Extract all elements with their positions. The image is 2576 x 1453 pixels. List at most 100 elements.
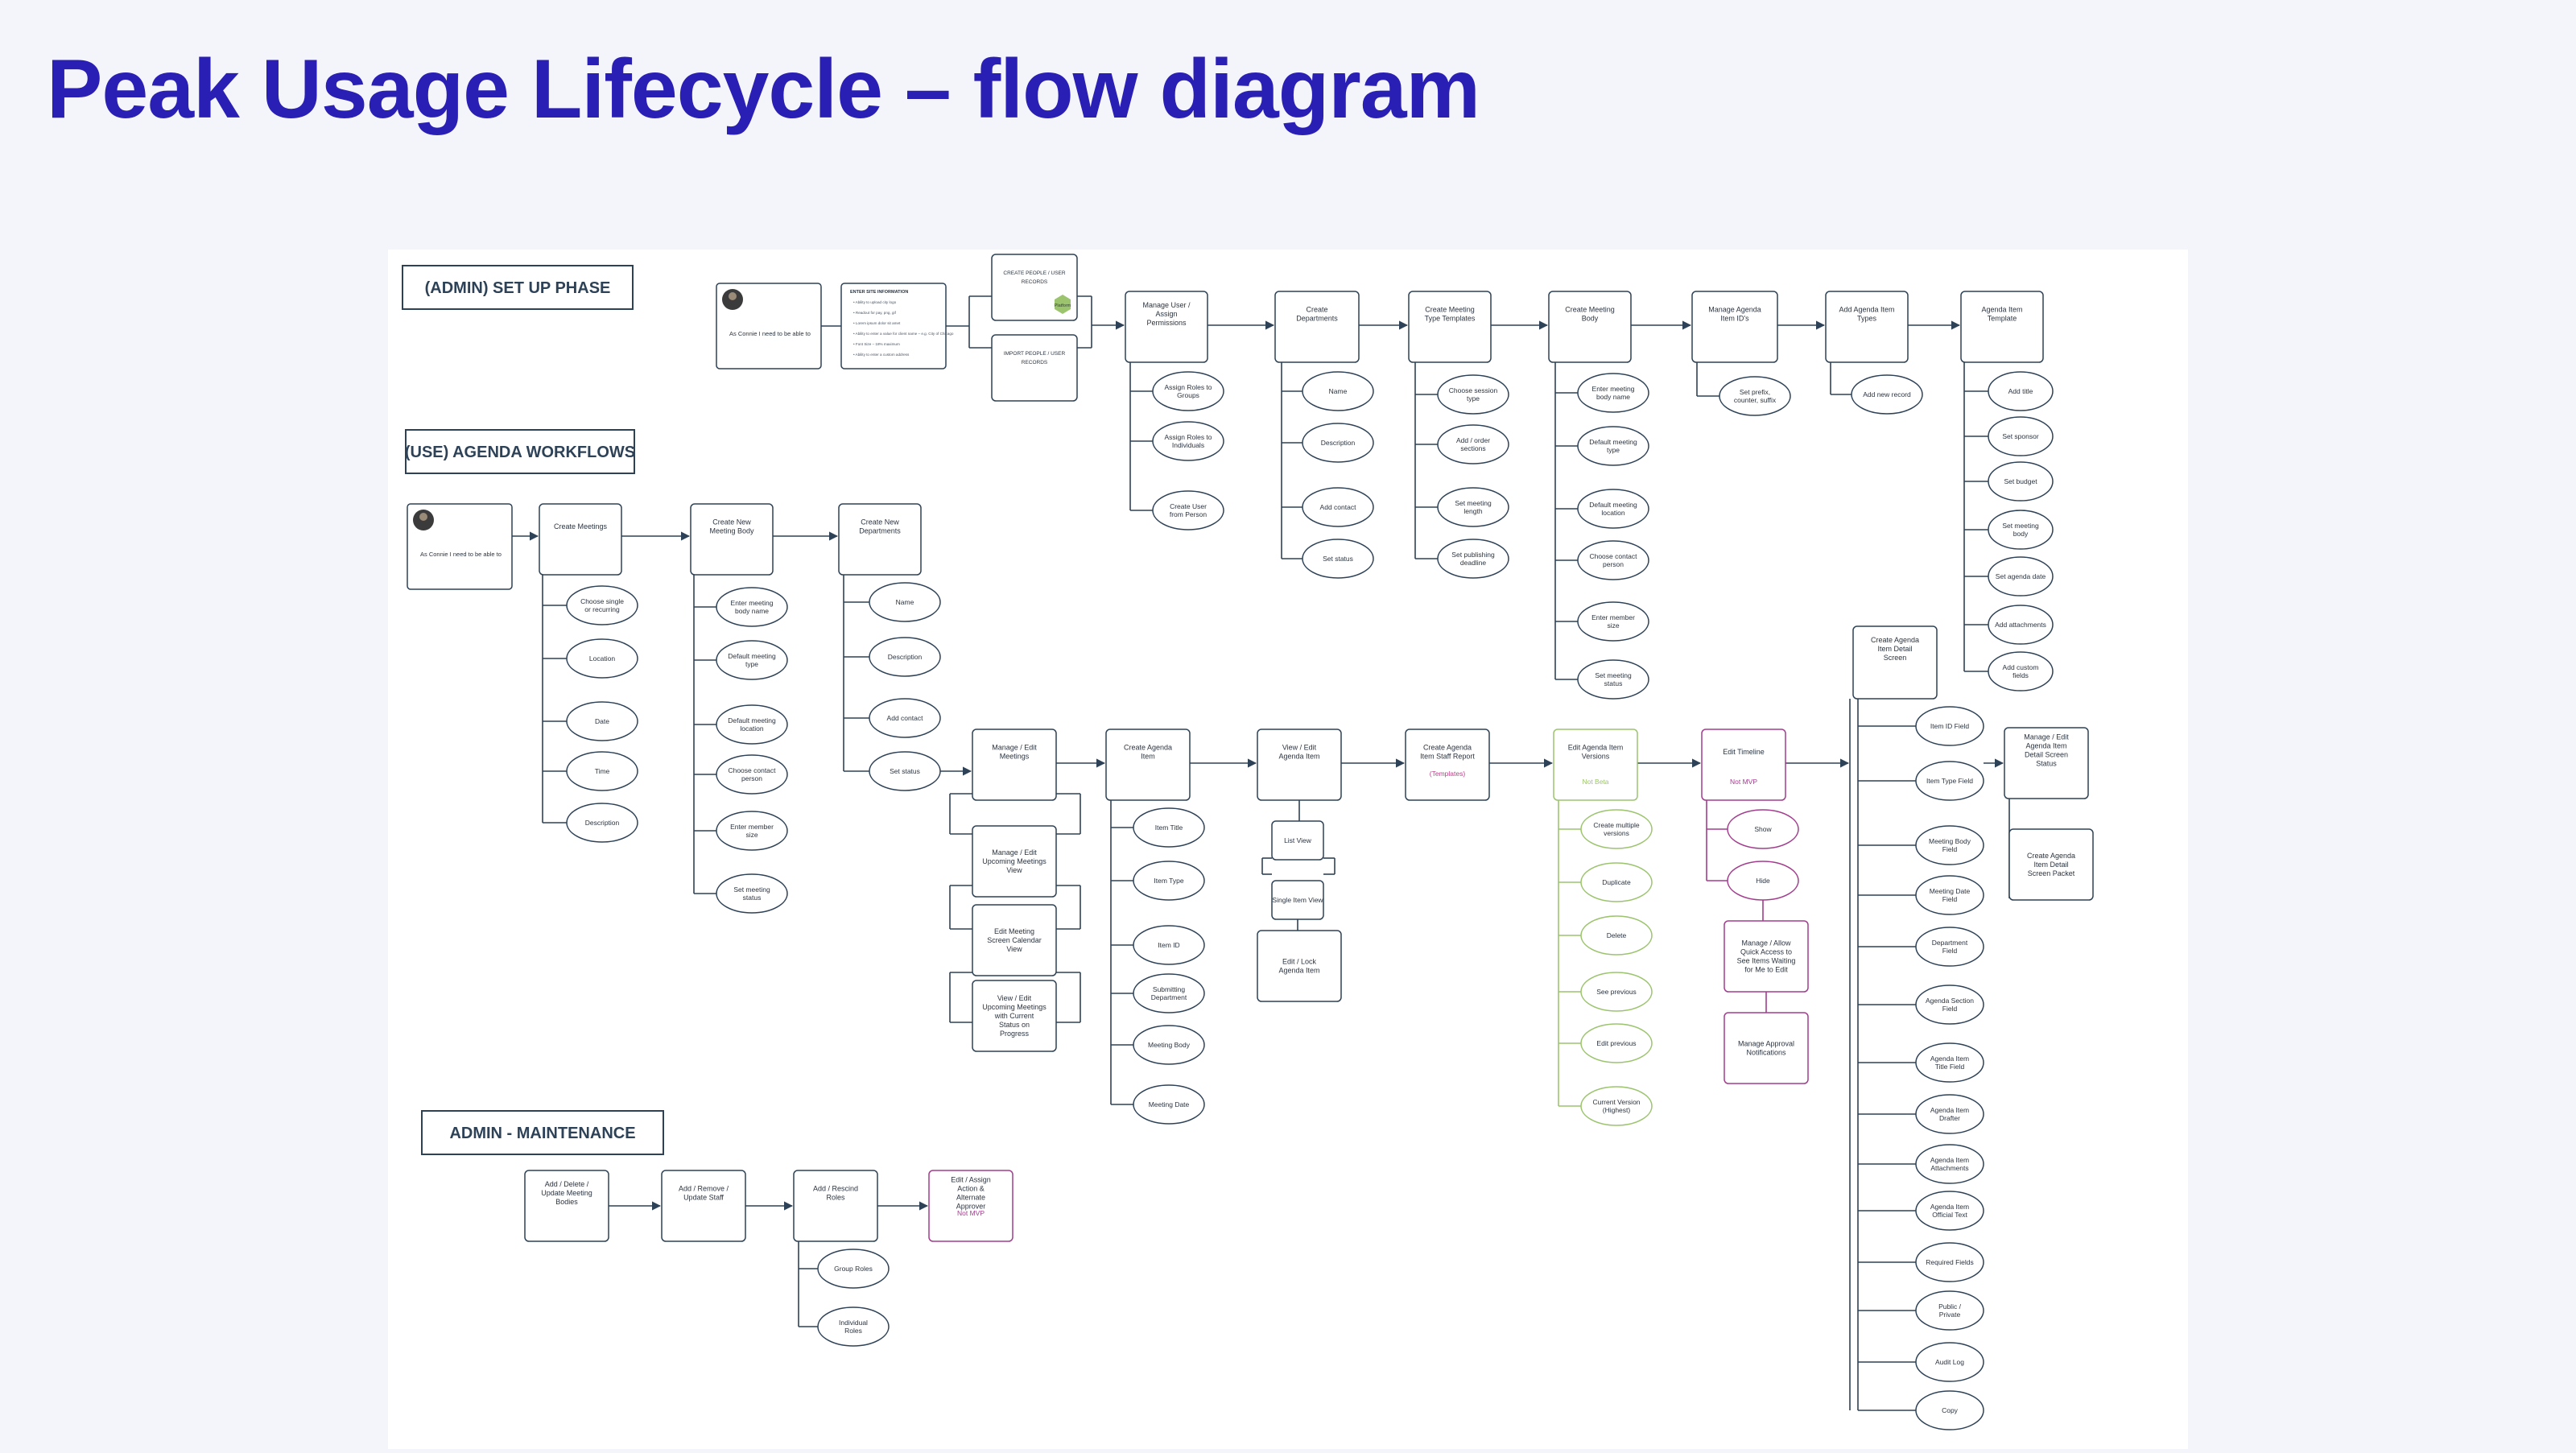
oval-set-status[interactable]: Set status [1302, 539, 1374, 579]
oval-delete[interactable]: Delete [1580, 915, 1653, 956]
timeline-show-oval[interactable]: Show [1727, 809, 1799, 849]
oval-meeting-date[interactable]: Meeting Date [1133, 1084, 1205, 1125]
oval-location[interactable]: Location [566, 638, 638, 679]
oval-edit-previous[interactable]: Edit previous [1580, 1023, 1653, 1063]
oval-set-agenda-date[interactable]: Set agenda date [1988, 556, 2054, 596]
detail-field-item-type-field[interactable]: Item Type Field [1915, 761, 1984, 801]
oval-add-attachments[interactable]: Add attachments [1988, 605, 2054, 645]
oval-description[interactable]: Description [869, 637, 941, 677]
oval-add-title[interactable]: Add title [1988, 371, 2054, 411]
oval-duplicate[interactable]: Duplicate [1580, 862, 1653, 902]
site-info-card[interactable]: ENTER SITE INFORMATION• Ability to uploa… [840, 283, 954, 369]
oval-set-budget[interactable]: Set budget [1988, 461, 2054, 502]
oval-item-id[interactable]: Item ID [1133, 925, 1205, 965]
oval-item-type[interactable]: Item Type [1133, 861, 1205, 901]
persona-card[interactable]: As Connie I need to be able to [407, 503, 513, 590]
oval-set-sponsor[interactable]: Set sponsor [1988, 416, 2054, 456]
oval-name[interactable]: Name [1302, 371, 1374, 411]
detail-field-audit-log[interactable]: Audit Log [1915, 1342, 1984, 1382]
oval-description[interactable]: Description [566, 803, 638, 843]
detail-field-public-private[interactable]: Public /Private [1915, 1290, 1984, 1331]
list-view-box[interactable]: List View [1271, 820, 1324, 861]
oval-current-version-highest[interactable]: Current Version(Highest) [1580, 1086, 1653, 1126]
persona-card[interactable]: As Connie I need to be able to [716, 283, 822, 369]
oval-description[interactable]: Description [1302, 423, 1374, 463]
timeline-hide-oval[interactable]: Hide [1727, 861, 1799, 901]
detail-field-required-fields[interactable]: Required Fields [1915, 1242, 1984, 1282]
detail-field-copy[interactable]: Copy [1915, 1390, 1984, 1430]
oval-item-title[interactable]: Item Title [1133, 807, 1205, 848]
oval-set-status[interactable]: Set status [869, 751, 941, 791]
timeline-box[interactable]: Edit Timeline [1701, 729, 1786, 801]
oval-group-roles[interactable]: Group Roles [817, 1249, 890, 1289]
oval-set-prefix-counter-suffix[interactable]: Set prefix,counter, suffix [1719, 376, 1791, 416]
workflow-node-create-meetings[interactable]: Create Meetings [539, 503, 622, 576]
oval-add-contact[interactable]: Add contact [1302, 487, 1374, 527]
maintenance-node-add-remove-update-staff[interactable]: Add / Remove /Update Staff [661, 1170, 746, 1242]
oval-add-new-record[interactable]: Add new record [1851, 374, 1923, 415]
oval-time[interactable]: Time [566, 751, 638, 791]
oval-name[interactable]: Name [869, 582, 941, 622]
single-item-view-box[interactable]: Single Item View [1271, 880, 1324, 920]
oval-meeting-body[interactable]: Meeting Body [1133, 1025, 1205, 1065]
